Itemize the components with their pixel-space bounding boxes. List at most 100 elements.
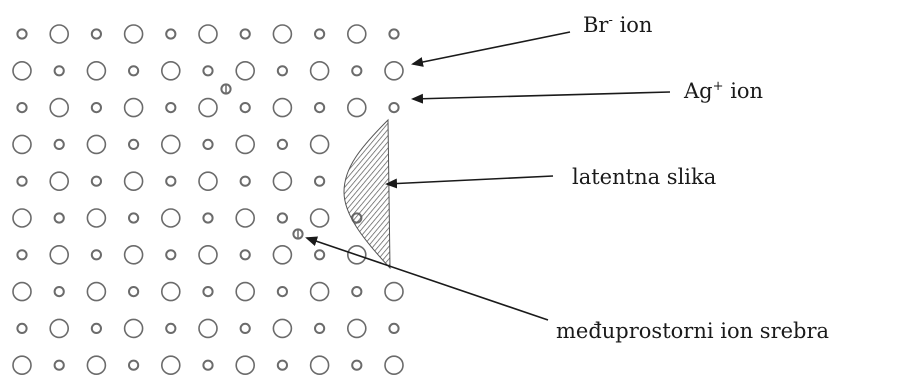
ag-ion xyxy=(16,249,28,261)
interstitial-silver-label: međuprostorni ion srebra xyxy=(556,319,829,343)
br-ion xyxy=(346,97,367,118)
br-ion xyxy=(235,61,255,81)
ag-ion xyxy=(53,286,65,298)
ag-ion xyxy=(276,138,288,150)
ag-ion-label: Ag+ ion xyxy=(683,79,763,103)
ag-ion xyxy=(239,249,251,261)
ag-ion xyxy=(165,322,177,334)
ag-ion xyxy=(128,359,140,371)
br-ion xyxy=(198,318,218,339)
br-ion xyxy=(161,61,181,81)
ag-ion xyxy=(90,249,103,261)
ag-ion xyxy=(276,286,288,298)
ag-ion xyxy=(16,322,28,334)
ag-ion xyxy=(239,102,251,114)
ag-ion xyxy=(351,359,363,371)
ag-ion xyxy=(53,138,65,150)
br-ion xyxy=(235,355,255,375)
ag-ion xyxy=(314,28,326,40)
br-ion xyxy=(161,208,181,228)
br-ion xyxy=(346,318,367,339)
latent-image-region xyxy=(343,118,391,270)
br-ion xyxy=(161,355,181,375)
ag-ion xyxy=(53,212,65,224)
br-ion xyxy=(346,24,367,44)
br-ion xyxy=(346,245,367,265)
br-ion xyxy=(309,134,330,155)
crystal-lattice xyxy=(12,24,404,375)
br-ion xyxy=(198,97,218,118)
ag-ion xyxy=(90,322,103,334)
ag-ion xyxy=(388,322,400,334)
ag-ion xyxy=(165,102,177,114)
br-ion xyxy=(272,97,293,118)
ag-ion xyxy=(90,175,103,187)
br-ion xyxy=(123,171,144,191)
br-ion xyxy=(384,61,404,81)
br-ion xyxy=(272,245,293,265)
br-ion xyxy=(49,24,70,44)
ag-ion xyxy=(239,175,251,187)
interstitial-ion-1 xyxy=(220,83,232,95)
br-ion xyxy=(86,355,107,375)
ag-ion xyxy=(53,359,65,371)
ag-ion xyxy=(165,175,177,187)
br-ion xyxy=(123,24,144,44)
ag-ion xyxy=(351,65,363,77)
ag-ion xyxy=(202,212,214,224)
ag-ion xyxy=(276,212,288,224)
ag-ion xyxy=(128,212,140,224)
br-ion xyxy=(86,208,107,228)
br-ion xyxy=(12,208,32,228)
br-ion xyxy=(235,208,255,228)
ag-ion xyxy=(165,28,177,40)
ag-ion xyxy=(53,65,65,77)
br-ion xyxy=(86,134,107,155)
interstitial-silver-arrow xyxy=(305,236,549,321)
ag-ion xyxy=(128,138,140,150)
ag-ion xyxy=(128,286,140,298)
br-ion xyxy=(49,318,70,339)
br-ion xyxy=(198,24,218,44)
ag-ion xyxy=(314,102,326,114)
br-ion xyxy=(49,245,70,265)
br-ion xyxy=(198,245,218,265)
ag-ion xyxy=(16,175,28,187)
ag-ion xyxy=(388,28,400,40)
br-ion xyxy=(12,61,32,81)
br-ion xyxy=(12,355,32,375)
ag-ion xyxy=(314,322,326,334)
br-ion xyxy=(309,281,330,302)
ag-ion xyxy=(276,359,288,371)
ag-ion xyxy=(239,322,251,334)
ag-ion xyxy=(314,175,326,187)
ag-ion xyxy=(239,28,251,40)
br-ion xyxy=(161,281,181,302)
br-ion xyxy=(309,61,330,81)
ag-ion xyxy=(314,249,326,261)
ag-ion xyxy=(165,249,177,261)
br-ion xyxy=(161,134,181,155)
ag-ion xyxy=(202,138,214,150)
ag-ion xyxy=(16,102,28,114)
br-ion xyxy=(235,281,255,302)
latent-image-label: latentna slika xyxy=(572,165,716,189)
br-ion xyxy=(86,61,107,81)
ag-ion xyxy=(276,65,288,77)
ag-ion xyxy=(351,286,363,298)
br-ion xyxy=(235,134,255,155)
br-ion xyxy=(49,171,70,191)
ag-ion xyxy=(388,102,400,114)
br-ion xyxy=(198,171,218,191)
br-ion xyxy=(309,355,330,375)
ag-ion xyxy=(90,102,103,114)
ag-ion xyxy=(90,28,103,40)
br-ion-arrow xyxy=(411,31,571,67)
ag-ion xyxy=(128,65,140,77)
br-ion xyxy=(272,24,293,44)
ag-ion xyxy=(202,65,214,77)
interstitial-ion-2 xyxy=(292,228,304,240)
br-ion xyxy=(86,281,107,302)
br-ion xyxy=(12,134,32,155)
